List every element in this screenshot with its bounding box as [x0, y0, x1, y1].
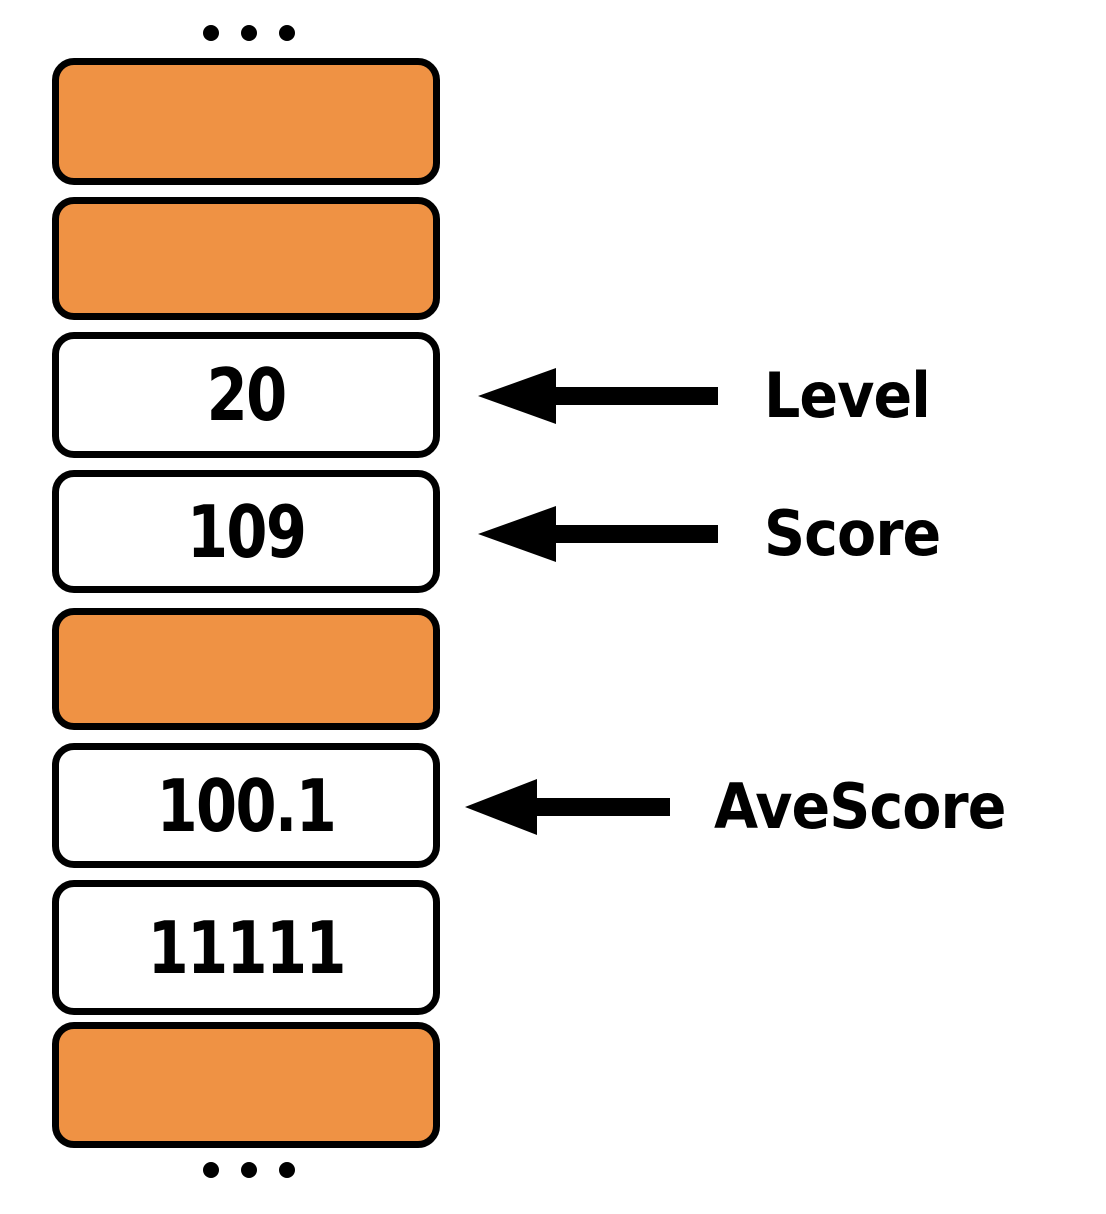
stack-cell-value: 20: [206, 353, 288, 437]
annotation-level: Level: [478, 365, 944, 427]
annotation-label-level: Level: [764, 359, 931, 432]
stack-cell-2[interactable]: 20: [52, 332, 440, 458]
stack-cell-4[interactable]: [52, 608, 440, 730]
stack-cell-5[interactable]: 100.1: [52, 743, 440, 868]
left-arrow-icon: [478, 504, 718, 564]
ellipsis-dot: [279, 1162, 295, 1178]
left-arrow-icon: [465, 777, 670, 837]
stack-cell-3[interactable]: 109: [52, 470, 440, 593]
stack-cell-0[interactable]: [52, 58, 440, 185]
stack-cell-1[interactable]: [52, 197, 440, 320]
stack-cell-7[interactable]: [52, 1022, 440, 1148]
ellipsis-dot: [279, 25, 295, 41]
ellipsis-bottom-icon: [203, 1162, 295, 1178]
annotation-score: Score: [478, 503, 956, 565]
left-arrow-icon: [478, 366, 718, 426]
ellipsis-dot: [241, 1162, 257, 1178]
annotation-label-avescore: AveScore: [714, 770, 1006, 843]
stack-cell-6[interactable]: 11111: [52, 880, 440, 1015]
annotation-label-score: Score: [764, 497, 941, 570]
ellipsis-dot: [203, 1162, 219, 1178]
ellipsis-top-icon: [203, 25, 295, 41]
annotation-avescore: AveScore: [465, 776, 1031, 838]
stack-cell-value: 100.1: [156, 763, 337, 848]
ellipsis-dot: [241, 25, 257, 41]
stack-cell-value: 11111: [147, 905, 346, 990]
ellipsis-dot: [203, 25, 219, 41]
stack-cell-value: 109: [186, 489, 307, 574]
